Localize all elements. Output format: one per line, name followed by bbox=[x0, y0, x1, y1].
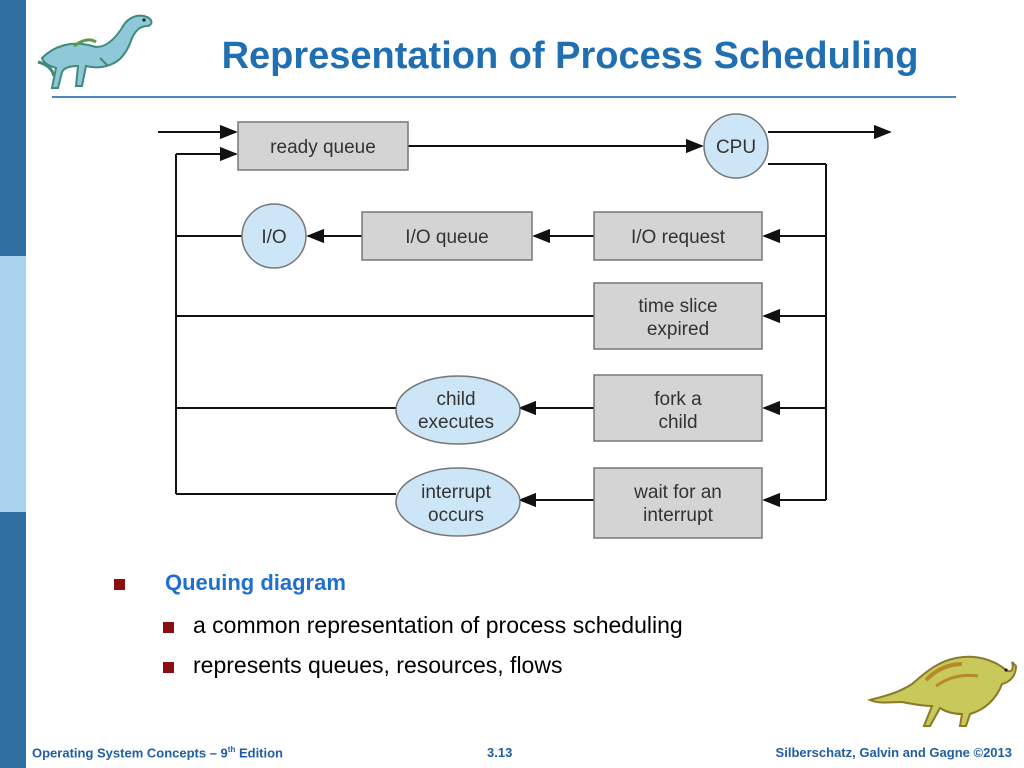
interrupt-occurs-label-line2: occurs bbox=[428, 505, 484, 526]
list-item-text: represents queues, resources, flows bbox=[193, 652, 563, 678]
sidebar-bottom-band bbox=[0, 512, 26, 768]
io-queue-label: I/O queue bbox=[405, 227, 488, 248]
child-executes-label-line1: child bbox=[436, 389, 475, 410]
dinosaur-logo-icon bbox=[37, 14, 153, 89]
footer-book-title: Operating System Concepts – 9th Edition bbox=[32, 745, 284, 761]
list-item: a common representation of process sched… bbox=[100, 610, 900, 650]
footer-copyright: Silberschatz, Galvin and Gagne ©2013 bbox=[775, 745, 1012, 760]
bullet-heading: Queuing diagram bbox=[165, 570, 346, 595]
io-label: I/O bbox=[261, 227, 286, 248]
fork-label-line1: fork a bbox=[654, 389, 702, 410]
time-slice-box bbox=[593, 282, 763, 350]
sidebar-middle-band bbox=[0, 256, 26, 512]
title-divider bbox=[52, 96, 956, 98]
fork-child-box bbox=[593, 374, 763, 442]
page-title: Representation of Process Scheduling bbox=[221, 35, 919, 77]
ready-queue-box bbox=[237, 121, 409, 171]
bullet-square-icon bbox=[114, 579, 125, 590]
interrupt-occurs-label-line1: interrupt bbox=[421, 482, 491, 503]
wait-interrupt-label-line1: wait for an bbox=[633, 482, 722, 503]
child-executes-label-line2: executes bbox=[418, 412, 494, 433]
bullet-heading-item: Queuing diagram bbox=[100, 568, 900, 602]
fork-label-line2: child bbox=[658, 412, 697, 433]
io-request-box bbox=[593, 211, 763, 261]
io-request-label: I/O request bbox=[631, 227, 726, 248]
dinosaur-mascot-icon bbox=[867, 655, 1018, 727]
cpu-circle bbox=[703, 113, 769, 179]
wait-interrupt-box bbox=[593, 467, 763, 539]
time-slice-label-line2: expired bbox=[647, 319, 709, 340]
wait-interrupt-label-line2: interrupt bbox=[643, 505, 713, 526]
time-slice-label-line1: time slice bbox=[638, 296, 717, 317]
footer-page-number: 3.13 bbox=[487, 745, 513, 760]
child-executes-ellipse bbox=[395, 375, 521, 445]
interrupt-occurs-ellipse bbox=[395, 467, 521, 537]
io-queue-box bbox=[361, 211, 533, 261]
list-item: represents queues, resources, flows bbox=[100, 650, 900, 690]
diagram-connectors bbox=[158, 124, 892, 508]
list-item-text: a common representation of process sched… bbox=[193, 612, 683, 638]
ready-queue-label: ready queue bbox=[270, 137, 376, 158]
bullet-square-icon bbox=[163, 622, 174, 633]
bullet-list: Queuing diagram a common representation … bbox=[100, 568, 900, 690]
bullet-square-icon bbox=[163, 662, 174, 673]
sidebar-top-band bbox=[0, 0, 26, 256]
queuing-diagram: ready queue CPU I/O I/O queue I/O reques… bbox=[158, 113, 892, 539]
cpu-label: CPU bbox=[716, 137, 756, 158]
io-circle bbox=[241, 203, 307, 269]
